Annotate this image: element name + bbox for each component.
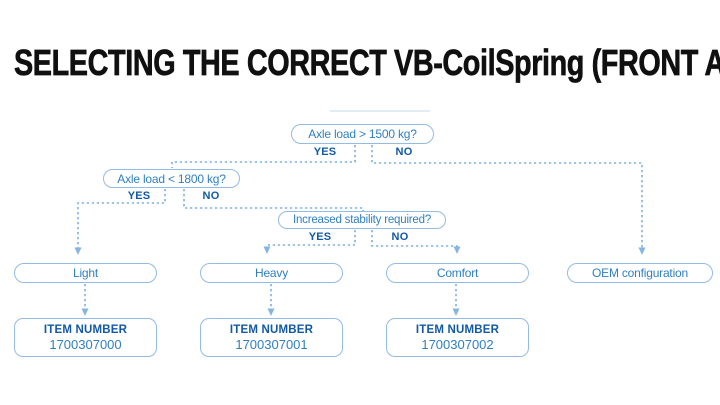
q2-yes-label: YES	[127, 190, 151, 202]
q1-no-label: NO	[395, 146, 413, 158]
connector-q2-yes	[74, 189, 166, 255]
item-number-value: 1700307001	[235, 336, 308, 352]
decision-axle-load-1500: Axle load > 1500 kg?	[291, 124, 434, 144]
item-number-box-light: ITEM NUMBER 1700307000	[14, 318, 157, 357]
outcome-pill-oem-configuration: OEM configuration	[567, 263, 713, 283]
connector-q1-no	[371, 145, 646, 255]
item-number-label: ITEM NUMBER	[229, 323, 314, 336]
connector-q3-no	[371, 230, 461, 254]
q3-no-label: NO	[391, 231, 409, 243]
outcome-pill-heavy: Heavy	[200, 263, 343, 283]
decision-axle-load-1800: Axle load < 1800 kg?	[103, 169, 240, 188]
item-number-box-heavy: ITEM NUMBER 1700307001	[200, 318, 343, 357]
item-number-value: 1700307000	[49, 336, 122, 352]
outcome-pill-light: Light	[14, 263, 157, 283]
page-title: SELECTING THE CORRECT VB-CoilSpring (FRO…	[14, 42, 720, 84]
item-number-value: 1700307002	[421, 336, 494, 352]
q1-yes-label: YES	[313, 146, 337, 158]
item-number-box-comfort: ITEM NUMBER 1700307002	[386, 318, 529, 357]
q3-yes-label: YES	[308, 231, 332, 243]
outcome-pill-comfort: Comfort	[386, 263, 529, 283]
item-number-label: ITEM NUMBER	[43, 323, 128, 336]
decision-increased-stability: Increased stability required?	[278, 211, 446, 229]
item-number-label: ITEM NUMBER	[415, 323, 500, 336]
q2-no-label: NO	[202, 190, 220, 202]
